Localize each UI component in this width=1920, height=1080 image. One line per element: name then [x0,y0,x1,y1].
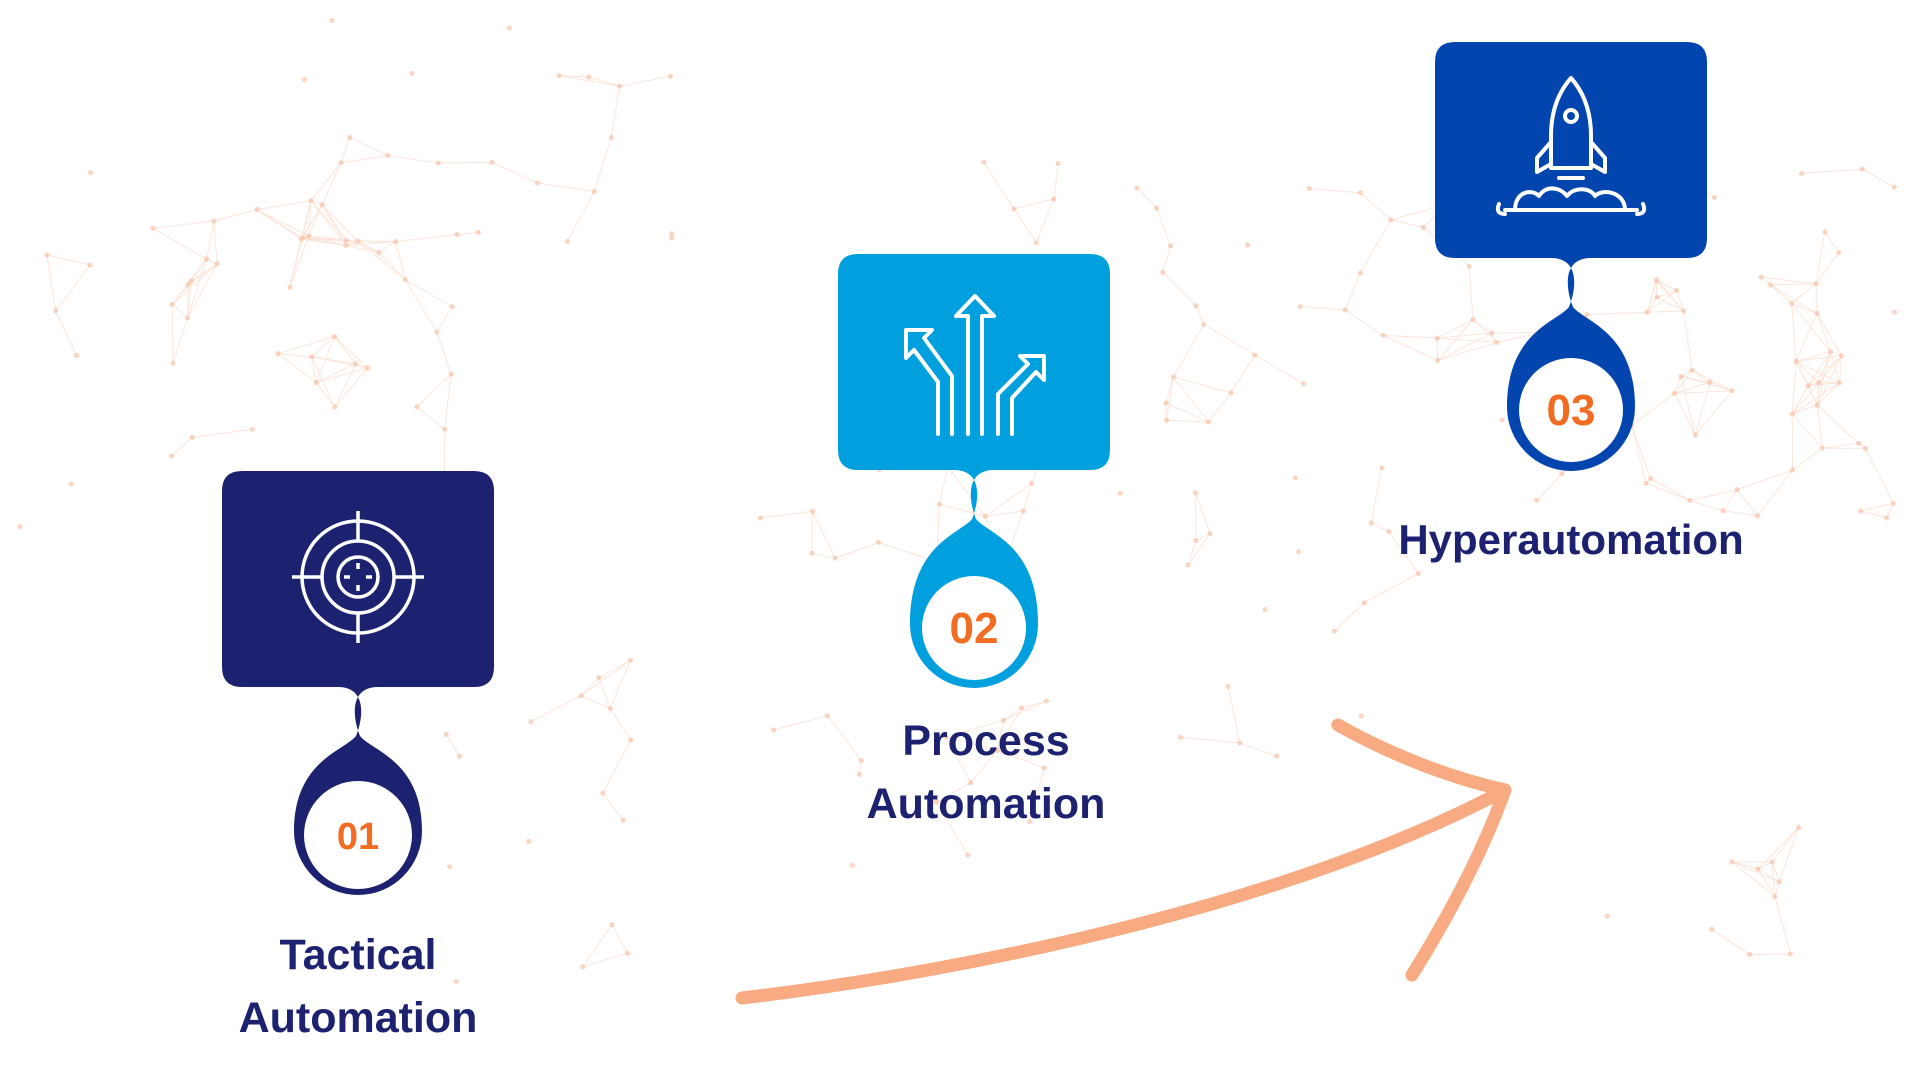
stage-01-pin-shape [222,471,494,895]
stage-03-label: Hyperautomation [1398,516,1744,563]
target-crosshair-icon [292,511,424,643]
network-lines [46,75,1895,968]
stage-03-pin-shape [1435,42,1707,471]
stage-01-label: Tactical Automation [238,931,478,1042]
stage-03-number: 03 [1546,386,1596,435]
stage-03: 03 [1435,42,1707,474]
stage-02-label: Process Automation [866,717,1106,828]
progress-arrow-shaft [735,783,1512,1005]
progress-arrow-head [1331,718,1512,982]
stage-01: 01 [222,471,494,911]
diverging-arrows-icon [904,294,1046,436]
rocket-launch-icon [1495,76,1647,216]
stage-01-number: 01 [336,816,380,858]
stage-02: 02 [838,254,1110,688]
stage-02-number: 02 [949,604,999,653]
